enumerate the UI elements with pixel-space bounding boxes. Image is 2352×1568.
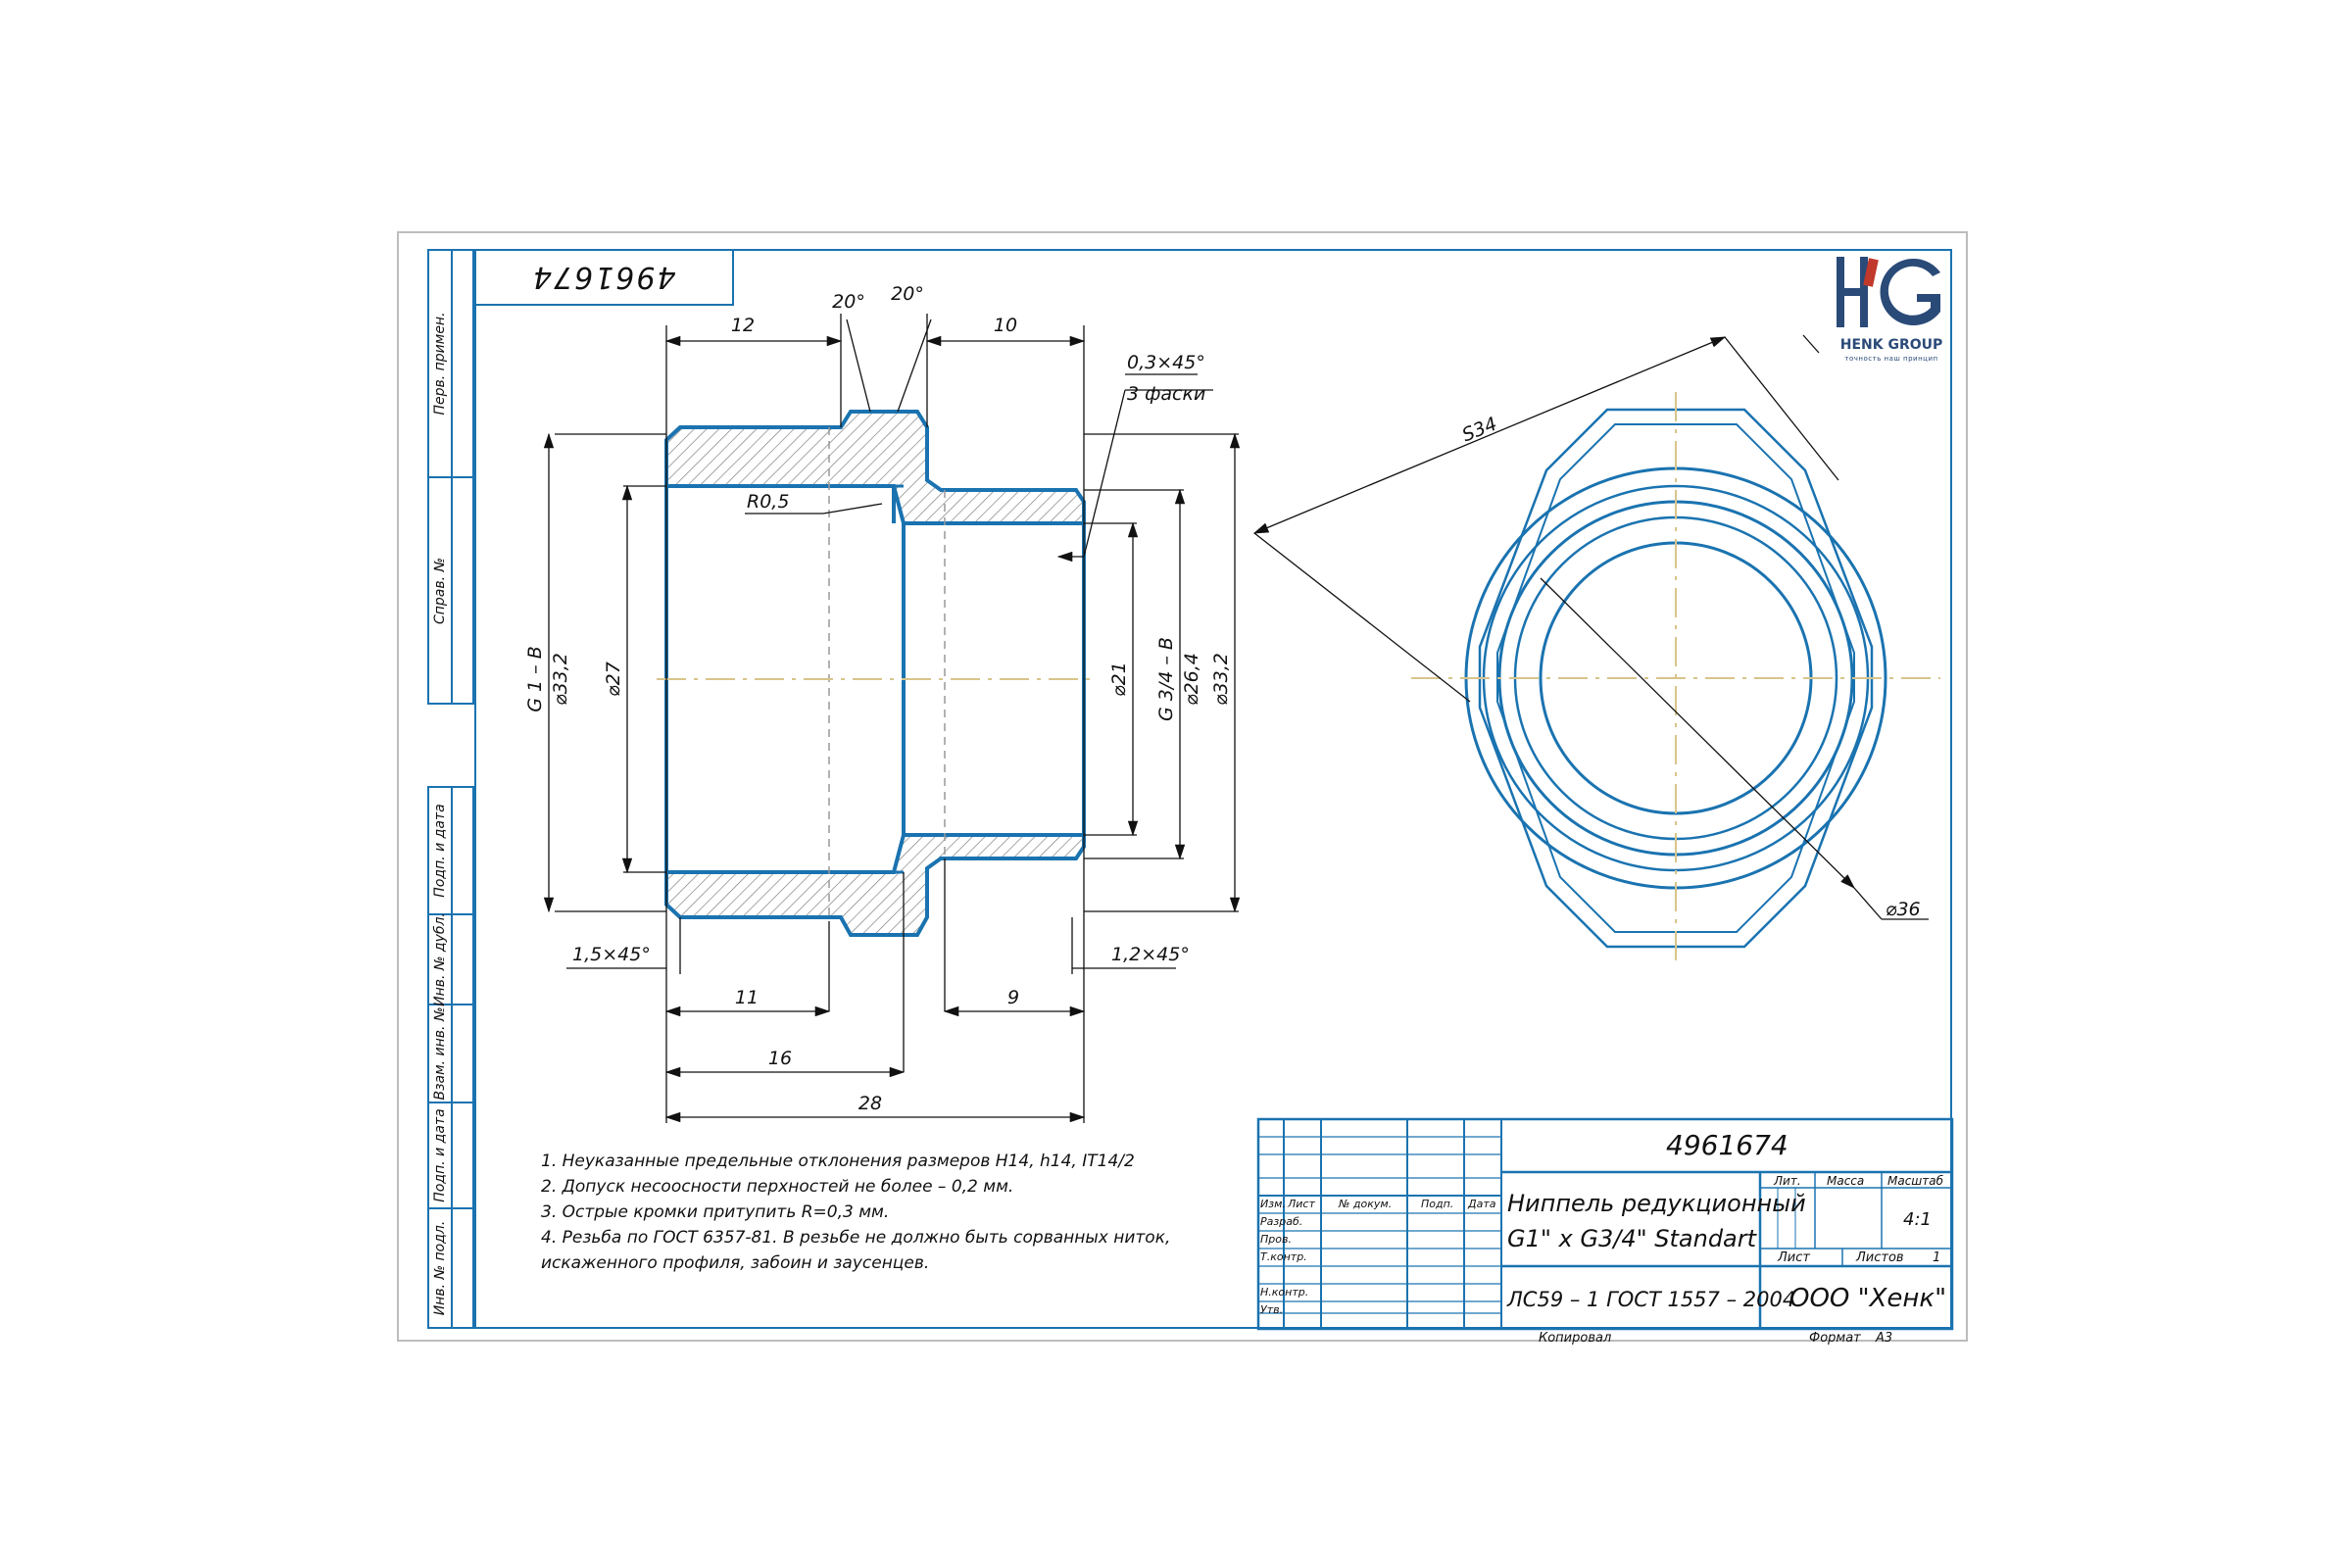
tb-name-2: G1" x G3/4" Standart [1507,1225,1757,1252]
note-1: 1. Неуказанные предельные отклонения раз… [541,1152,1135,1171]
drawing-frame [474,249,1952,1329]
dim-d264: ⌀26,4 [1181,653,1202,706]
nut-outline [1478,408,1874,949]
side-cell-podp-2: Подп. и дата [429,1103,472,1209]
side-strip-bottom: Подп. и дата Инв. № дубл. Взам. инв. № П… [427,786,474,1329]
chamfer-03: 0,3×45° [1127,352,1205,373]
side-cell-podp-1: Подп. и дата [429,788,472,915]
logo-tagline: точность наш принцип [1844,355,1938,363]
tb-h-podp: Подп. [1421,1198,1454,1210]
note-4-cont: искаженного профиля, забоин и заусенцев. [541,1253,930,1273]
tb-r-nkontr: Н.контр. [1260,1286,1309,1298]
dim-d36: ⌀36 [1886,899,1921,920]
side-cell-vzam-inv: Взам. инв. № [429,1005,472,1103]
tb-name-1: Ниппель редукционный [1507,1190,1806,1217]
tb-r-utv: Утв. [1260,1303,1284,1316]
note-3: 3. Острые кромки притупить R=0,3 мм. [541,1202,890,1222]
tb-doc-number: 4961674 [1666,1129,1788,1161]
end-view-dimensions [1252,334,1929,920]
technical-notes: 1. Неуказанные предельные отклонения раз… [541,1149,1207,1276]
tb-h-izm: Изм. [1260,1198,1286,1210]
henk-group-logo [1837,257,1940,327]
sheet-border [397,231,1968,1342]
tb-h-docnum: № докум. [1339,1198,1393,1210]
note-4: 4. Резьба по ГОСТ 6357-81. В резьбе не д… [541,1228,1171,1248]
tb-r-tkontr: Т.контр. [1260,1250,1307,1263]
logo-company: HENK GROUP [1839,337,1943,353]
tb-r-prov: Пров. [1260,1233,1292,1246]
side-cell-sprav: Справ. № [429,478,472,703]
tb-sheets-label: Листов [1856,1250,1904,1265]
tb-scale: 4:1 [1903,1209,1932,1230]
thread-g34b: G 3/4 – B [1155,637,1177,721]
dim-11: 11 [735,987,759,1008]
nut-inner [1496,423,1855,933]
dim-9: 9 [1007,987,1019,1008]
tb-format-label: Формат [1809,1331,1861,1346]
chamfer-12: 1,2×45° [1111,944,1190,965]
rotated-doc-number-box: 4961674 [474,249,734,306]
hatch-bottom [664,833,1086,937]
tb-format: А3 [1876,1331,1893,1346]
thread-g1b: G 1 – B [524,646,546,711]
tb-r-razrab: Разраб. [1260,1215,1303,1228]
tb-col-mass: Масса [1827,1174,1865,1188]
tb-sheets-count: 1 [1933,1250,1941,1265]
dim-d27: ⌀27 [603,662,624,697]
note-2: 2. Допуск несоосности перхностей не боле… [541,1177,1014,1197]
dim-12: 12 [731,315,755,336]
hatch-top [664,410,1086,525]
tb-h-list: Лист [1288,1198,1315,1210]
chamfer-15: 1,5×45° [572,944,651,965]
dim-d332-right: ⌀33,2 [1210,653,1232,706]
chamfer-count: 3 фаски [1127,383,1205,405]
end-view [1411,392,1940,964]
radius-05: R0,5 [747,491,789,513]
angle-20-right: 20° [891,283,924,305]
side-strip-top: Перв. примен. Справ. № [427,249,474,705]
dim-d332-left: ⌀33,2 [550,653,571,706]
side-cell-inv-dubl: Инв. № дубл. [429,912,472,1006]
dim-d21: ⌀21 [1108,662,1130,697]
section-dimensions [543,314,1241,1123]
tb-col-scale: Масштаб [1887,1174,1944,1188]
side-cell-inv-podl: Инв. № подл. [429,1209,472,1327]
tb-sheet-label: Лист [1778,1250,1810,1265]
dim-10: 10 [994,315,1017,336]
angle-20-left: 20° [832,291,865,313]
section-dim-labels: 12 10 20° 20° 0,3×45° 3 фаски R0,5 G 1 –… [524,283,1232,1114]
tb-company: ООО "Хенк" [1789,1284,1947,1313]
dim-16: 16 [768,1048,792,1069]
tb-col-lit: Лит. [1774,1174,1801,1188]
tb-h-data: Дата [1468,1198,1496,1210]
dim-28: 28 [858,1093,882,1114]
tb-copied: Копировал [1539,1331,1612,1346]
tb-material: ЛС59 – 1 ГОСТ 1557 – 2004 [1507,1288,1796,1311]
side-cell-perv-primen: Перв. примен. [429,251,472,478]
